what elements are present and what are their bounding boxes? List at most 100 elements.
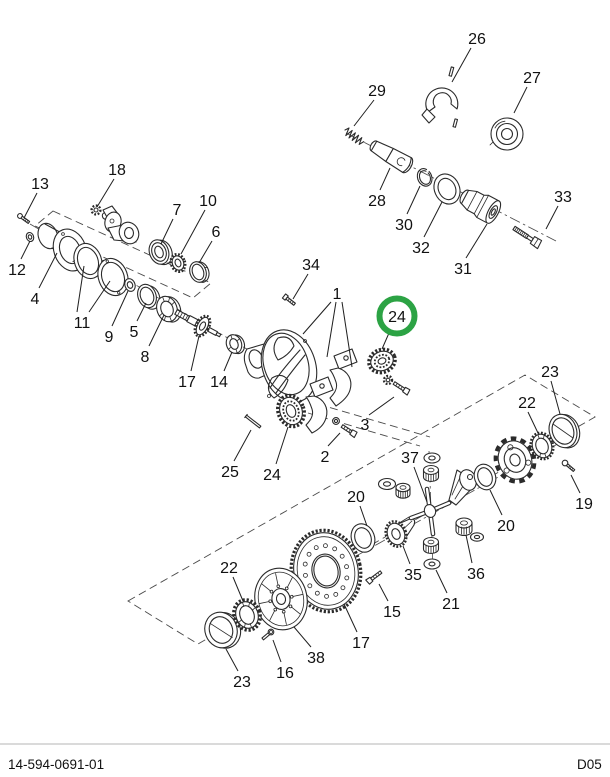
callout-label-12: 12 (8, 262, 26, 279)
callout-label-24: 24 (388, 309, 406, 326)
callout-leader-35 (402, 545, 411, 565)
part-17-ring-gear (289, 528, 363, 614)
callout-label-23: 23 (233, 674, 251, 691)
callout-leader-15 (378, 583, 389, 602)
part-7-bearing (148, 239, 173, 266)
part-23-bearing-cup-right (548, 413, 581, 449)
callout-leader-5 (136, 302, 147, 322)
part-3-bolt (382, 374, 411, 396)
callout-leader-14 (223, 351, 233, 372)
part-35-side-gear (384, 516, 416, 548)
callout-leader-31 (465, 223, 488, 259)
part-20-thrust-washer-left (350, 523, 376, 553)
part-washer-right (469, 532, 485, 542)
part-16-bolt (261, 628, 275, 641)
callout-leader-9 (111, 290, 129, 327)
boundary-box-differential-case (127, 374, 596, 645)
callout-leader-17 (343, 603, 358, 633)
part-38-case-half-flanged (254, 567, 308, 631)
callout-label-11: 11 (74, 315, 91, 332)
part-9-spacer (124, 278, 136, 292)
part-14-bearing (225, 334, 246, 355)
callout-leader-11 (76, 265, 85, 313)
part-washer-top (423, 452, 441, 464)
part-12-washer (25, 231, 35, 243)
callout-leader-33 (545, 205, 559, 230)
part-29-spring (344, 127, 365, 145)
part-27-lockout-cap (489, 117, 524, 151)
callout-label-32: 32 (412, 240, 430, 257)
footer-doc-number: 14-594-0691-01 (8, 757, 104, 772)
part-37-spider-cross (408, 486, 452, 537)
part-28-shift-shaft (369, 140, 414, 174)
footer-page-code: D05 (577, 757, 602, 772)
callout-label-27: 27 (523, 70, 541, 87)
callout-leader-20 (489, 489, 503, 516)
callout-label-35: 35 (404, 567, 422, 584)
callout-label-13: 13 (31, 176, 49, 193)
part-36-lock-nut-right (455, 517, 473, 536)
part-pinion-gear-bottom (422, 536, 440, 555)
part-8-bearing-cone (156, 295, 182, 323)
callout-label-36: 36 (467, 566, 485, 583)
part-33-bolt (512, 225, 543, 250)
part-24-side-gear-upper (367, 347, 397, 375)
callout-label-17: 17 (178, 374, 196, 391)
callout-label-10: 10 (199, 193, 217, 210)
callout-leader-24 (275, 426, 289, 465)
callout-leader-12 (20, 240, 31, 260)
callout-label-15: 15 (383, 604, 401, 621)
callout-leader-18 (96, 178, 115, 208)
callout-leader-7 (160, 218, 174, 245)
callout-label-30: 30 (395, 217, 413, 234)
callout-label-31: 31 (454, 261, 472, 278)
callout-label-5: 5 (130, 324, 139, 341)
part-10-gear-washer (169, 253, 187, 273)
part-pinion-bevel-gear-right (448, 469, 478, 506)
callout-leader-2 (327, 432, 341, 447)
part-26-shift-fork (421, 66, 459, 128)
callout-label-38: 38 (307, 650, 325, 667)
part-23-bearing-cup-lower (204, 611, 242, 649)
callout-leader-17 (190, 335, 200, 372)
part-1-bearing-saddle-lower (305, 376, 334, 434)
callout-label-2: 2 (321, 449, 330, 466)
callout-leader-29 (353, 99, 375, 127)
callout-label-26: 26 (468, 31, 486, 48)
callout-label-18: 18 (108, 162, 126, 179)
callout-leader-24 (381, 332, 390, 350)
part-1-bearing-saddle-upper (329, 348, 358, 407)
callout-label-34: 34 (302, 257, 320, 274)
callout-label-4: 4 (31, 291, 40, 308)
callout-label-21: 21 (442, 596, 460, 613)
part-5-bearing-cup (137, 283, 161, 310)
callout-label-33: 33 (554, 189, 572, 206)
callout-leader-37 (413, 466, 428, 503)
callout-label-16: 16 (276, 665, 294, 682)
callout-label-8: 8 (141, 349, 150, 366)
part-30-snap-ring (416, 168, 433, 187)
callout-label-9: 9 (105, 329, 114, 346)
callout-leader-16 (272, 639, 282, 663)
callout-leader-1 (341, 301, 353, 368)
callout-leader-1 (326, 301, 337, 358)
callout-label-28: 28 (368, 193, 386, 210)
boundary-connector-a (317, 403, 431, 438)
callout-leader-8 (148, 314, 165, 347)
callout-leader-32 (423, 201, 443, 238)
callout-leader-36 (465, 534, 473, 564)
callout-leader-26 (451, 47, 472, 83)
callout-leader-38 (293, 626, 312, 648)
callout-leader-11 (88, 280, 111, 313)
callout-label-20: 20 (347, 489, 365, 506)
callout-leader-20 (359, 505, 368, 527)
callout-label-37: 37 (401, 450, 419, 467)
part-32-washer-ring (433, 173, 461, 205)
part-11-shim-b (97, 257, 129, 297)
part-1-carrier-housing (243, 329, 318, 403)
callout-leader-28 (379, 167, 391, 191)
callout-label-6: 6 (212, 224, 221, 241)
part-17-drive-pinion (174, 309, 222, 338)
